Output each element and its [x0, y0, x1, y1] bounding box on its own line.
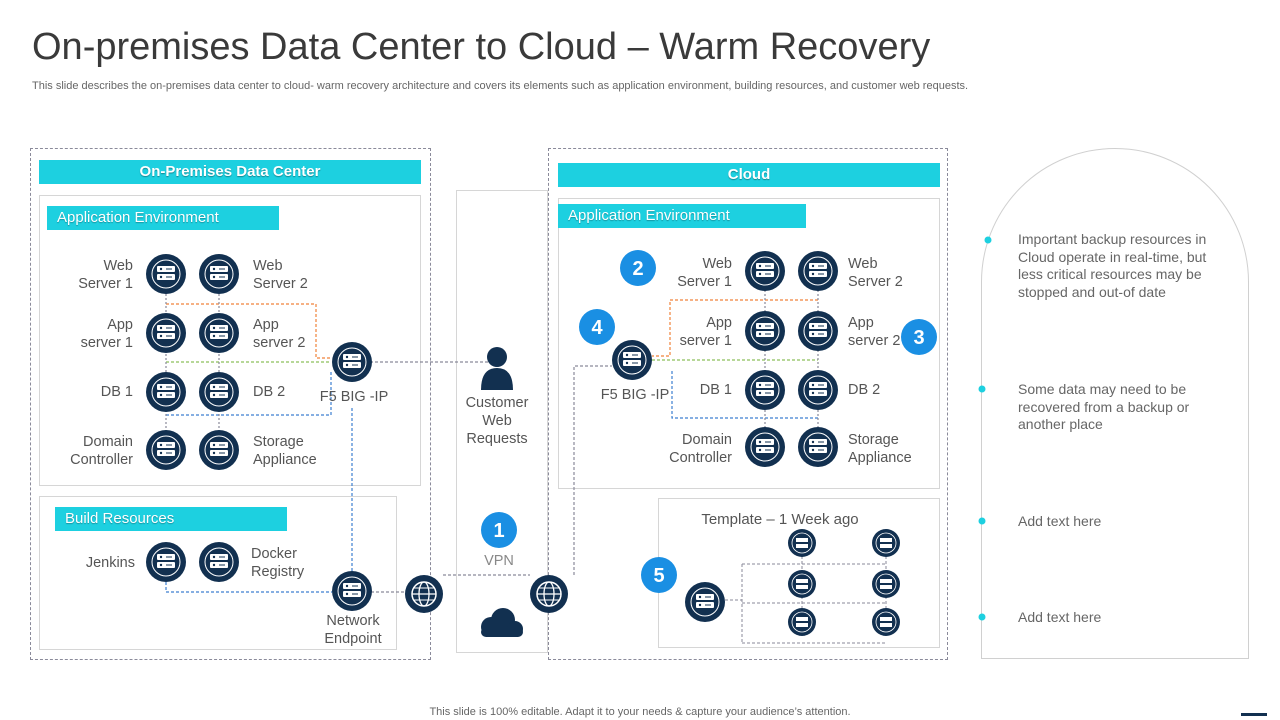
- cloud-links: [652, 290, 819, 440]
- onprem-storage-appliance-label: Storage Appliance: [253, 434, 317, 468]
- template-node-icon: [871, 569, 901, 599]
- build-resources-label: Build Resources: [55, 507, 287, 531]
- onprem-globe-icon: [404, 574, 444, 614]
- step-4-badge: [579, 309, 615, 345]
- cloud-storage-appliance-label: Storage Appliance: [848, 432, 912, 466]
- cloud-db-2-label: DB 2: [848, 382, 881, 398]
- jenkins-icon: [145, 541, 187, 583]
- template-label: Template – 1 Week ago: [701, 511, 859, 528]
- note-bullet: [978, 613, 986, 621]
- note-bullet: [984, 236, 992, 244]
- onprem-web-server-1-label: Web Server 1: [78, 258, 133, 292]
- notes-arch: [981, 148, 1249, 659]
- cloud-app-server-1-label: App server 1: [679, 315, 732, 349]
- cloud-icon: [481, 608, 523, 637]
- cloud-app-server-2-icon: [797, 310, 839, 352]
- template-node-icon: [871, 528, 901, 558]
- cloud-f5-big-ip-icon: [611, 339, 653, 381]
- onprem-db-1-label: DB 1: [100, 384, 133, 400]
- onprem-container: [30, 148, 431, 660]
- onprem-db-2-icon: [198, 371, 240, 413]
- page-subtitle: This slide describes the on-premises dat…: [32, 80, 969, 92]
- onprem-domain-controller-icon: [145, 429, 187, 471]
- cloud-web-server-1-icon: [744, 250, 786, 292]
- onprem-app-server-2-icon: [198, 312, 240, 354]
- cloud-storage-appliance-icon: [797, 426, 839, 468]
- onprem-domain-controller-label: Domain Controller: [70, 434, 133, 468]
- step-1-number: 1: [493, 520, 504, 542]
- cloud-container: [548, 148, 948, 660]
- step-1-badge: [481, 512, 517, 548]
- onprem-f5-label: F5 BIG -IP: [319, 389, 389, 405]
- cloud-web-server-2-icon: [797, 250, 839, 292]
- docker-registry-label: Docker Registry: [251, 546, 305, 580]
- cloud-app-env-label: Application Environment: [558, 204, 806, 228]
- customer-web-requests-label: Customer Web Requests: [465, 395, 529, 447]
- note-4: Add text here: [1018, 609, 1102, 625]
- step-2-badge: [620, 250, 656, 286]
- cloud-header: Cloud: [558, 163, 940, 187]
- customer-person-icon: [481, 347, 513, 390]
- onprem-db-1-icon: [145, 371, 187, 413]
- step-2-number: 2: [632, 258, 643, 280]
- step-4-number: 4: [591, 317, 603, 339]
- jenkins-label: Jenkins: [85, 555, 135, 571]
- onprem-web-server-2-label: Web Server 2: [253, 258, 308, 292]
- template-node-icon: [871, 607, 901, 637]
- cloud-app-server-1-icon: [744, 310, 786, 352]
- note-2: Some data may need to be recovered from …: [1018, 381, 1190, 432]
- onprem-app-server-1-icon: [145, 312, 187, 354]
- onprem-header: On-Premises Data Center: [39, 160, 421, 184]
- onprem-f5-big-ip-icon: [331, 341, 373, 383]
- template-node-icon: [787, 528, 817, 558]
- step-3-number: 3: [913, 327, 924, 349]
- cloud-app-server-2-label: App server 2: [848, 315, 901, 349]
- cloud-web-server-2-label: Web Server 2: [848, 256, 903, 290]
- cloud-domain-controller-icon: [744, 426, 786, 468]
- step-5-number: 5: [653, 565, 664, 587]
- step-3-badge: [901, 319, 937, 355]
- template-node-icon: [787, 607, 817, 637]
- onprem-app-server-2-label: App server 2: [253, 317, 306, 351]
- onprem-web-server-2-icon: [198, 253, 240, 295]
- onprem-web-server-1-icon: [145, 253, 187, 295]
- docker-registry-icon: [198, 541, 240, 583]
- footer-text: This slide is 100% editable. Adapt it to…: [429, 706, 851, 718]
- cloud-domain-controller-label: Domain Controller: [669, 432, 732, 466]
- note-bullet: [978, 385, 986, 393]
- network-endpoint-label: Network Endpoint: [324, 613, 382, 647]
- template-source-icon: [684, 581, 726, 623]
- page-title: On-premises Data Center to Cloud – Warm …: [32, 26, 931, 68]
- vpn-label: VPN: [484, 553, 514, 569]
- network-endpoint-icon: [331, 570, 373, 612]
- onprem-app-server-1-label: App server 1: [80, 317, 133, 351]
- onprem-storage-appliance-icon: [198, 429, 240, 471]
- step-5-badge: [641, 557, 677, 593]
- cloud-db-2-icon: [797, 369, 839, 411]
- corner-accent: [1241, 713, 1267, 716]
- cloud-db-1-icon: [744, 369, 786, 411]
- cloud-f5-label: F5 BIG -IP: [600, 387, 670, 403]
- onprem-db-2-label: DB 2: [253, 384, 286, 400]
- note-1: Important backup resources in Cloud oper…: [1018, 231, 1207, 300]
- note-3: Add text here: [1018, 513, 1102, 529]
- customer-panel: [456, 190, 548, 653]
- cloud-db-1-label: DB 1: [699, 382, 732, 398]
- onprem-app-env-label: Application Environment: [47, 206, 279, 230]
- cloud-web-server-1-label: Web Server 1: [677, 256, 732, 290]
- cloud-globe-icon: [529, 574, 569, 614]
- template-node-icon: [787, 569, 817, 599]
- note-bullet: [978, 517, 986, 525]
